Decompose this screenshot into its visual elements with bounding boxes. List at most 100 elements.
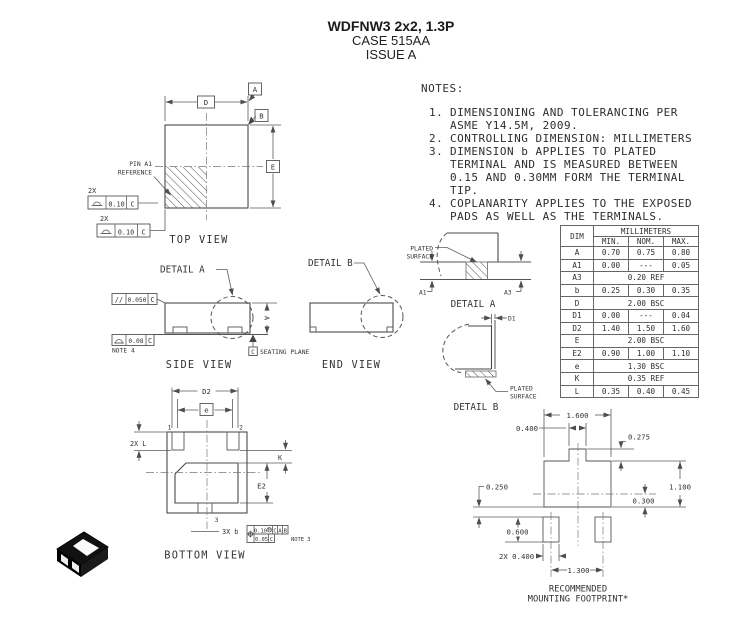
note-number: 4. xyxy=(429,197,444,210)
fcf-prof-datum: C xyxy=(148,337,152,345)
fcf-pos-d2: A xyxy=(278,528,282,534)
dim-label-d2: D2 xyxy=(202,387,211,396)
table-header-row: MIN. NOM. MAX. xyxy=(561,236,699,247)
fcf-pos-d3: B xyxy=(284,528,287,534)
fcf2-tol: 0.10 xyxy=(118,229,134,237)
span-cell: 0.20 REF xyxy=(593,271,699,285)
pin-a1-hatch xyxy=(165,167,207,208)
note-text: COPLANARITY APPLIES TO THE EXPOSED PADS … xyxy=(450,197,693,223)
max-cell: 1.10 xyxy=(663,346,699,361)
nom-header: NOM. xyxy=(628,236,664,247)
detail-b-label: DETAIL B xyxy=(454,402,499,413)
dim-label-e-pitch: e xyxy=(204,405,208,414)
fp-dim-0300: 0.300 xyxy=(633,497,655,506)
fcf1-datum: C xyxy=(130,201,134,209)
dim-label-e: E xyxy=(271,163,275,172)
min-cell: 0.70 xyxy=(593,246,629,260)
min-cell: 0.90 xyxy=(593,346,629,361)
fp-dim-2x0400: 2X 0.400 xyxy=(499,552,534,561)
notes-heading: NOTES: xyxy=(421,82,464,95)
bottom-view-label: BOTTOM VIEW xyxy=(164,550,245,562)
note-item: 4. COPLANARITY APPLIES TO THE EXPOSED PA… xyxy=(429,197,704,223)
table-row: K 0.35 REF xyxy=(560,371,699,386)
max-cell: 0.35 xyxy=(663,283,699,298)
fcf-pos-tol2: 0.05 xyxy=(255,537,268,543)
datum-b-label: B xyxy=(259,112,264,121)
case-number: CASE 515AA xyxy=(351,33,431,48)
fp-dim-0400-tab: 0.400 xyxy=(516,424,538,433)
dim-cell: D1 xyxy=(560,308,594,323)
unit-header: MILLIMETERS xyxy=(593,225,699,237)
issue-revision: ISSUE A xyxy=(365,47,417,62)
detail-a-callout: DETAIL A xyxy=(160,265,205,276)
table-row: D 2.00 BSC xyxy=(560,296,699,310)
table-row: E 2.00 BSC xyxy=(560,334,699,348)
package-3d-image xyxy=(56,531,109,577)
detail-a-circle xyxy=(210,296,254,339)
dim-cell: A1 xyxy=(560,258,594,273)
note-item: 1. DIMENSIONING AND TOLERANCING PER ASME… xyxy=(429,106,704,132)
fcf2-datum: C xyxy=(141,229,145,237)
top-view-label: TOP VIEW xyxy=(169,234,228,246)
max-cell: 0.45 xyxy=(663,384,699,399)
datum-a-label: A xyxy=(253,85,258,94)
table-row: A1 0.00 --- 0.05 xyxy=(560,258,699,273)
page-title: WDFNW3 2x2, 1.3P xyxy=(327,18,455,34)
note-text: DIMENSIONING AND TOLERANCING PER ASME Y1… xyxy=(450,106,678,132)
seating-datum-c: C xyxy=(251,350,255,356)
max-cell: 0.05 xyxy=(663,258,699,273)
fp-dim-1100: 1.100 xyxy=(669,483,691,492)
side-view: DETAIL A A // 0.050 C 0.08 C NOTE 4 C SE… xyxy=(111,265,309,371)
max-cell: 1.60 xyxy=(663,321,699,336)
pin1-number: 1 xyxy=(168,425,172,432)
notes-list: 1. DIMENSIONING AND TOLERANCING PER ASME… xyxy=(429,106,704,223)
dim-cell: A xyxy=(560,246,594,260)
dim-label-a3: A3 xyxy=(504,290,512,297)
fp-dim-1300: 1.300 xyxy=(568,566,590,575)
dim-cell: e xyxy=(560,359,594,373)
nom-cell: 0.40 xyxy=(628,384,664,399)
dim-label-l: 2X L xyxy=(130,440,146,448)
max-cell: 0.04 xyxy=(663,308,699,323)
datum-c-triangle xyxy=(249,334,257,342)
dim-cell: E xyxy=(560,334,594,348)
fcf-pos-d1: C xyxy=(273,528,276,534)
table-row: L 0.35 0.40 0.45 xyxy=(560,384,699,399)
table-row: E2 0.90 1.00 1.10 xyxy=(560,346,699,361)
nom-cell: --- xyxy=(628,308,664,323)
mmc-icon: M xyxy=(266,527,272,534)
note3-ref: NOTE 3 xyxy=(291,537,310,543)
fcf-pos-tol: 0.10 xyxy=(254,528,267,534)
dim-cell: L xyxy=(560,384,594,399)
span-cell: 2.00 BSC xyxy=(593,296,699,310)
table-row: D1 0.00 --- 0.04 xyxy=(560,308,699,323)
table-row: b 0.25 0.30 0.35 xyxy=(560,283,699,298)
footprint-label-line1: RECOMMENDED xyxy=(549,585,607,595)
plated-surface-hatch xyxy=(465,370,497,378)
plated-surface-line1: PLATED xyxy=(410,246,433,253)
nom-cell: 0.75 xyxy=(628,246,664,260)
dim-cell: b xyxy=(560,283,594,298)
fcf-par-datum: C xyxy=(150,296,154,304)
max-header: MAX. xyxy=(663,236,699,247)
nom-cell: 1.00 xyxy=(628,346,664,361)
fp-dim-0250: 0.250 xyxy=(486,483,508,492)
table-row: A 0.70 0.75 0.80 xyxy=(560,246,699,260)
profile-surface-icon xyxy=(100,229,112,234)
nom-cell: 0.30 xyxy=(628,283,664,298)
note-number: 1. xyxy=(429,106,444,119)
seating-plane-label: SEATING PLANE xyxy=(260,349,309,356)
plated-surface-line2: SURFACE xyxy=(510,394,537,401)
table-row: e 1.30 BSC xyxy=(560,359,699,373)
bottom-view: D2 e 1 2 3 2X L K E2 3X b xyxy=(130,387,310,562)
min-header: MIN. xyxy=(593,236,629,247)
dim-cell: D2 xyxy=(560,321,594,336)
footprint-main-pad xyxy=(543,448,612,508)
plated-surface-line1: PLATED xyxy=(510,386,533,393)
svg-text:M: M xyxy=(268,528,271,534)
fp-dim-1600: 1.600 xyxy=(567,411,589,420)
table-row: A3 0.20 REF xyxy=(560,271,699,285)
title-block: WDFNW3 2x2, 1.3P CASE 515AA ISSUE A xyxy=(318,18,464,62)
